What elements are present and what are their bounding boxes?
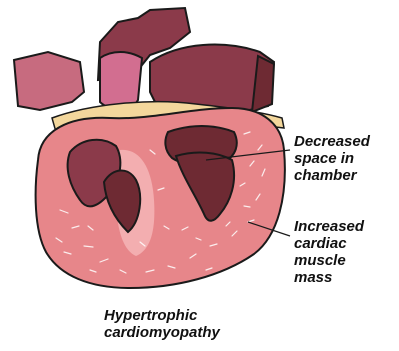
caption-line-1: Hypertrophic xyxy=(104,307,220,324)
diagram-caption: Hypertrophic cardiomyopathy xyxy=(104,307,220,341)
caption-line-2: cardiomyopathy xyxy=(104,324,220,341)
label-muscle-line-1: Increased xyxy=(294,218,364,235)
label-muscle-line-4: mass xyxy=(294,269,364,286)
superior-vena-cava xyxy=(14,52,84,110)
label-chamber-line-2: space in xyxy=(294,150,370,167)
label-muscle-line-2: cardiac xyxy=(294,235,364,252)
label-increased-muscle: Increased cardiac muscle mass xyxy=(294,218,364,286)
label-chamber-line-3: chamber xyxy=(294,167,370,184)
label-chamber-line-1: Decreased xyxy=(294,133,370,150)
heart-muscle xyxy=(36,108,285,288)
aorta xyxy=(100,52,142,109)
label-muscle-line-3: muscle xyxy=(294,252,364,269)
label-decreased-space: Decreased space in chamber xyxy=(294,133,370,184)
